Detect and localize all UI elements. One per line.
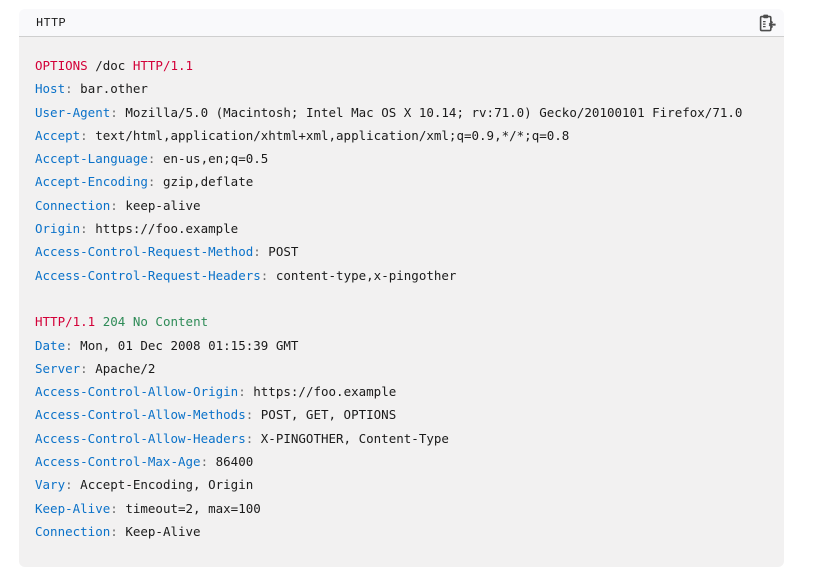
code-line xyxy=(35,287,768,310)
code-line: Access-Control-Max-Age: 86400 xyxy=(35,454,254,470)
copy-button[interactable] xyxy=(754,11,780,35)
code-line: User-Agent: Mozilla/5.0 (Macintosh; Inte… xyxy=(35,104,743,120)
code-line: Connection: Keep-Alive xyxy=(35,523,201,539)
code-line: Access-Control-Request-Method: POST xyxy=(35,244,299,260)
code-line: OPTIONS /doc HTTP/1.1 xyxy=(35,58,194,73)
clipboard-copy-icon xyxy=(757,13,777,33)
code-line: Access-Control-Allow-Methods: POST, GET,… xyxy=(35,407,397,423)
code-line: Vary: Accept-Encoding, Origin xyxy=(35,477,254,493)
code-line: Connection: keep-alive xyxy=(35,197,201,213)
code-line: HTTP/1.1 204 No Content xyxy=(35,314,209,330)
code-line: Accept: text/html,application/xhtml+xml,… xyxy=(35,127,570,143)
example-header: HTTP xyxy=(19,9,784,37)
code-line: Date: Mon, 01 Dec 2008 01:15:39 GMT xyxy=(35,337,299,353)
code-line: Origin: https://foo.example xyxy=(35,221,239,237)
code-line: Accept-Encoding: gzip,deflate xyxy=(35,174,254,190)
code-line: Host: bar.other xyxy=(35,81,148,97)
code-line: Keep-Alive: timeout=2, max=100 xyxy=(35,500,261,516)
code-line: Server: Apache/2 xyxy=(35,360,156,376)
code-line: Accept-Language: en-us,en;q=0.5 xyxy=(35,151,269,167)
code-line: Access-Control-Allow-Origin: https://foo… xyxy=(35,384,397,400)
code-line: Access-Control-Request-Headers: content-… xyxy=(35,267,457,283)
language-label: HTTP xyxy=(36,15,67,30)
code-line: Access-Control-Allow-Headers: X-PINGOTHE… xyxy=(35,430,449,446)
